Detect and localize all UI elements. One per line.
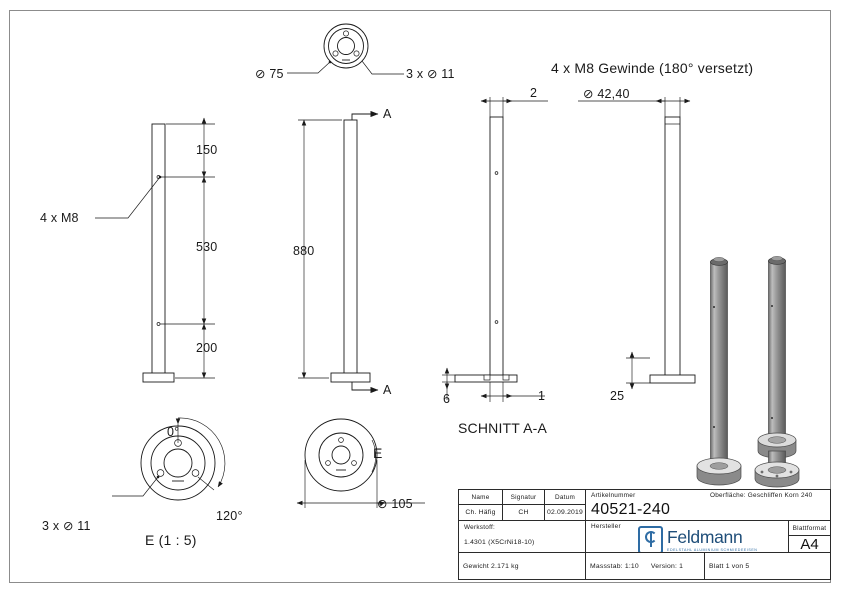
feldmann-logomark-icon: [638, 526, 663, 552]
view-base-plan-dia: [296, 418, 425, 508]
tb-weight-text: Gewicht 2.171 kg: [463, 562, 519, 570]
dimension-25: 25: [610, 389, 625, 403]
tb-value-name-text: Ch. Häfig: [465, 509, 496, 516]
section-arrow-label-bottom: A: [383, 383, 392, 397]
annotation-top-flange-dia: ⊘ 75: [255, 67, 284, 81]
tb-value-sheetformat: A4: [789, 536, 830, 553]
render-post-flanged: [754, 256, 800, 488]
dimension-tube-dia: ⊘ 42,40: [583, 87, 630, 101]
dimension-150: 150: [196, 143, 218, 157]
brand-tagline: EDELSTAHL ALUMINIUM SCHMIEDEEISEN: [667, 547, 758, 552]
dimension-530: 530: [196, 240, 218, 254]
tb-value-signature: CH: [503, 505, 545, 521]
title-block: Name Signatur Datum Ch. Häfig CH 02.09.2…: [458, 489, 831, 580]
render-post-plain: [696, 257, 742, 486]
annotation-angle-120: 120°: [216, 509, 243, 523]
dimension-200: 200: [196, 341, 218, 355]
dimension-880: 880: [293, 244, 315, 258]
tb-caption-name: Name: [459, 490, 503, 505]
tb-scale-text: Massstab: 1:10: [590, 562, 639, 570]
tb-value-sheetformat-text: A4: [800, 536, 819, 553]
dimension-base-dia: ⊘ 105: [377, 497, 413, 511]
tb-caption-article: Artikelnummer: [591, 492, 636, 499]
tb-value-surface: Oberfläche: Geschliffen Korn 240: [710, 492, 813, 499]
sheet-border: [9, 10, 831, 583]
tb-caption-name-text: Name: [471, 493, 490, 501]
dimension-wall-thickness: 2: [530, 86, 538, 100]
tb-value-name: Ch. Häfig: [459, 505, 503, 521]
annotation-front-thread: 4 x M8: [40, 211, 79, 225]
view-top-flange-plan: [287, 23, 404, 75]
tb-scale-version: Massstab: 1:10 Version: 1: [586, 553, 705, 579]
tb-sheet: Blatt 1 von 5: [705, 553, 830, 579]
detail-title: E (1 : 5): [145, 532, 197, 548]
tb-weight: Gewicht 2.171 kg: [459, 553, 586, 579]
annotation-bottom-holes: 3 x ⊘ 11: [42, 519, 91, 533]
brand-logo: Feldmann EDELSTAHL ALUMINIUM SCHMIEDEEIS…: [638, 526, 758, 552]
tb-caption-signature-text: Signatur: [510, 493, 537, 501]
view-front-elevation: [95, 117, 215, 383]
view-section-right: [578, 97, 696, 390]
tb-caption-sheetformat: Blattformat: [789, 521, 830, 536]
tb-sheet-text: Blatt 1 von 5: [709, 562, 750, 570]
tb-manufacturer-block: Hersteller Feldmann EDELSTAHL ALUMINIUM …: [586, 521, 789, 553]
tb-version-text: Version: 1: [650, 562, 684, 570]
tb-article-block: Artikelnummer 40521-240 Oberfläche: Gesc…: [586, 490, 830, 521]
tb-value-date: 02.09.2019: [545, 505, 586, 521]
tb-caption-date-text: Datum: [554, 493, 576, 501]
tb-value-article: 40521-240: [591, 501, 671, 518]
section-arrow-label-top: A: [383, 107, 392, 121]
section-title: SCHNITT A-A: [458, 420, 548, 436]
annotation-thread-note: 4 x M8 Gewinde (180° versetzt): [551, 60, 754, 76]
view-section-left: [442, 97, 548, 402]
annotation-top-flange-holes: 3 x ⊘ 11: [406, 67, 455, 81]
detail-marker: E: [373, 445, 383, 461]
tb-material-block: Werkstoff: 1.4301 (X5CrNi18-10): [459, 521, 586, 553]
brand-name: Feldmann: [667, 526, 743, 547]
tb-caption-date: Datum: [545, 490, 586, 505]
tb-value-signature-text: CH: [518, 509, 529, 516]
tb-caption-manufacturer: Hersteller: [591, 523, 621, 530]
view-side-elevation: [298, 110, 379, 394]
dimension-1: 1: [538, 389, 546, 403]
tb-value-material: 1.4301 (X5CrNi18-10): [464, 539, 535, 546]
tb-caption-material: Werkstoff:: [464, 524, 496, 531]
annotation-angle-zero: 0°: [167, 425, 180, 439]
tb-value-date-text: 02.09.2019: [546, 509, 584, 516]
tb-caption-signature: Signatur: [503, 490, 545, 505]
tb-caption-sheetformat-text: Blattformat: [792, 524, 827, 532]
dimension-6: 6: [443, 392, 451, 406]
view-base-plan-angles: [112, 417, 226, 501]
